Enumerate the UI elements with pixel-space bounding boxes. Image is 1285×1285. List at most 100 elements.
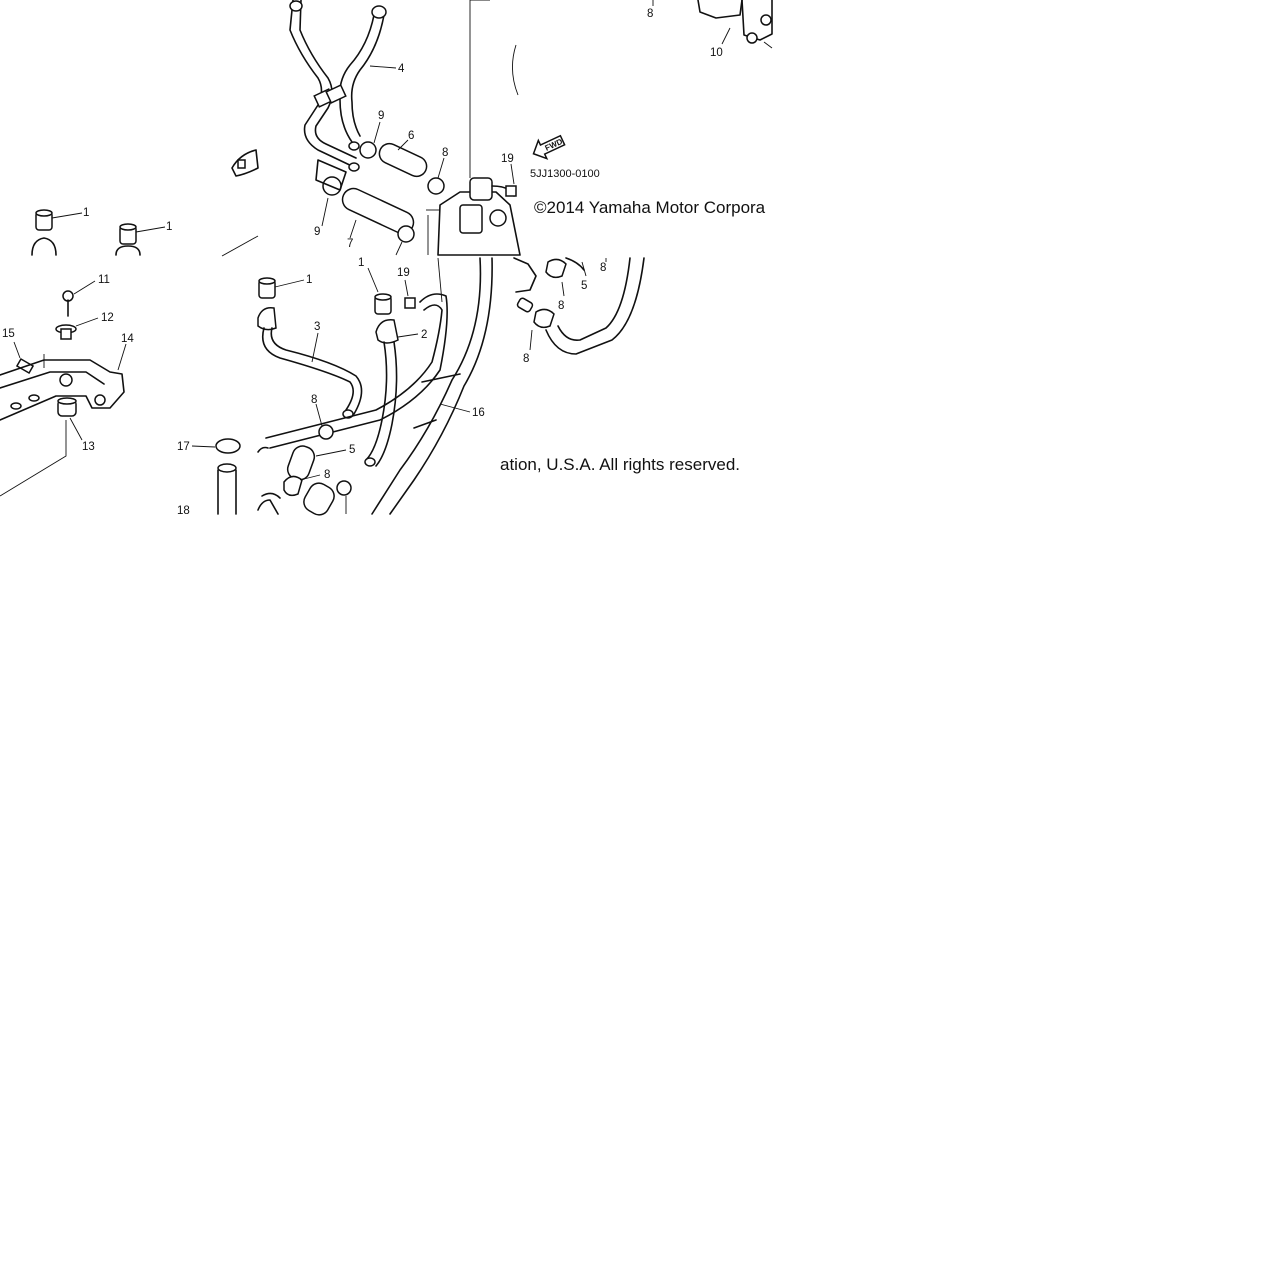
diagram-tile-top-right: 8 10 xyxy=(647,0,773,59)
pump-assembly xyxy=(437,191,521,256)
copyright-text-part2: ation, U.S.A. All rights reserved. xyxy=(500,455,740,474)
hose-end xyxy=(364,457,376,467)
hose-end xyxy=(217,463,237,473)
sleeve-top xyxy=(374,293,392,301)
callout-label: 3 xyxy=(314,321,320,333)
fitting-cut xyxy=(257,499,279,515)
callout-label: 4 xyxy=(398,63,405,75)
callout-label: 8 xyxy=(324,469,330,481)
callout-label: 5 xyxy=(349,444,355,456)
hose-line-inner xyxy=(375,341,398,467)
grommet-top xyxy=(57,397,77,405)
callout-label: 8 xyxy=(311,394,317,406)
pump-housing xyxy=(741,0,773,41)
hose-line xyxy=(565,257,585,271)
hose-part-4-right-inner xyxy=(350,14,385,137)
hose-part-4-right xyxy=(338,14,375,143)
hose-part-7 xyxy=(341,187,415,235)
bracket-hole xyxy=(59,373,73,387)
clamp-part-9 xyxy=(359,141,377,159)
hose-end xyxy=(348,141,360,151)
callout-label: 19 xyxy=(397,267,410,279)
callout-label: 8 xyxy=(442,147,448,159)
callout-label: 7 xyxy=(347,238,353,250)
hose-part-3-inner xyxy=(270,327,363,415)
callout-label: 16 xyxy=(472,407,485,419)
callout-label: 5 xyxy=(581,280,587,292)
hose-line xyxy=(365,341,388,461)
frame-line xyxy=(437,257,443,303)
hose-part-16-sleeve xyxy=(413,373,461,429)
hose-part-5-inner xyxy=(557,257,631,342)
hose-clamp xyxy=(325,84,347,104)
clamp-part-8 xyxy=(533,308,555,329)
clamp-part-8 xyxy=(427,177,445,195)
callout-label: 8 xyxy=(523,353,529,365)
clamp-part-8 xyxy=(283,475,303,497)
pump-fitting xyxy=(459,204,483,234)
pump-housing xyxy=(697,0,743,19)
bracket-part-14 xyxy=(0,359,125,421)
callout-label: 1 xyxy=(358,257,364,269)
hose-fitting-part-2 xyxy=(375,319,399,344)
slot xyxy=(28,394,40,402)
callout-label: 18 xyxy=(177,505,190,517)
hose-fitting xyxy=(371,5,387,19)
sleeve-top xyxy=(119,223,137,231)
callout-label: 8 xyxy=(558,300,564,312)
pump-port xyxy=(489,209,507,227)
hose-cut xyxy=(261,492,281,499)
mounting-plate xyxy=(315,159,347,191)
callout-label: 8 xyxy=(600,262,606,274)
callout-label: 19 xyxy=(501,153,514,165)
diagram-tile-left: 1 1 11 12 15 14 13 xyxy=(0,149,259,517)
fitting-cut xyxy=(31,237,57,256)
clip-part-19 xyxy=(404,297,416,309)
callout-label: 10 xyxy=(710,47,723,59)
part-code: 5JJ1300-0100 xyxy=(530,168,600,180)
callout-label: 15 xyxy=(2,328,15,340)
clamp-part-8 xyxy=(318,424,334,440)
collar-part-12 xyxy=(60,328,72,340)
callout-label: 14 xyxy=(121,333,134,345)
callout-label: 1 xyxy=(166,221,172,233)
diagram-tile-center: 1 1 2 3 19 16 8 xyxy=(257,257,493,516)
callout-label: 11 xyxy=(98,274,110,286)
sleeve-top xyxy=(35,209,53,217)
cable-clip-tab xyxy=(237,159,246,169)
callout-label: 12 xyxy=(101,312,114,324)
hose-part-16-inner xyxy=(389,257,493,515)
hose-line xyxy=(269,293,448,449)
fitting-cut xyxy=(115,245,141,256)
callout-label: 1 xyxy=(83,207,89,219)
fwd-arrow-icon: FWD xyxy=(532,134,566,160)
hose-fitting xyxy=(257,306,277,331)
connector xyxy=(516,297,534,313)
pump-bolt xyxy=(760,14,772,26)
bracket-hole xyxy=(94,394,106,406)
callout-label: 9 xyxy=(314,226,320,238)
clamp-part-8 xyxy=(545,258,567,279)
frame-line xyxy=(0,420,67,497)
clamp-part-17 xyxy=(215,438,241,454)
hose-fitting xyxy=(289,0,303,12)
hose-part-3 xyxy=(261,327,354,411)
pump-bolt xyxy=(746,32,758,44)
hose-part-5 xyxy=(545,257,645,355)
slot xyxy=(10,402,22,410)
callout-label: 2 xyxy=(421,329,427,341)
hose-part-6 xyxy=(378,142,428,178)
edge-arc xyxy=(512,44,519,96)
callout-label: 1 xyxy=(306,274,312,286)
callout-label: 6 xyxy=(408,130,414,142)
clip-part-19 xyxy=(505,185,517,197)
hose-line-inner xyxy=(265,304,443,439)
pump-base xyxy=(513,257,537,293)
copyright-text-part1: ©2014 Yamaha Motor Corpora xyxy=(534,198,766,217)
clamp-part-8 xyxy=(336,480,352,496)
diagram-tile-right-center: 8 5 8 8 ation, U.S.A. All rights reserve… xyxy=(500,257,740,474)
callout-label: 9 xyxy=(378,110,384,122)
hose-part-16 xyxy=(371,257,482,515)
callout-label: 13 xyxy=(82,441,95,453)
